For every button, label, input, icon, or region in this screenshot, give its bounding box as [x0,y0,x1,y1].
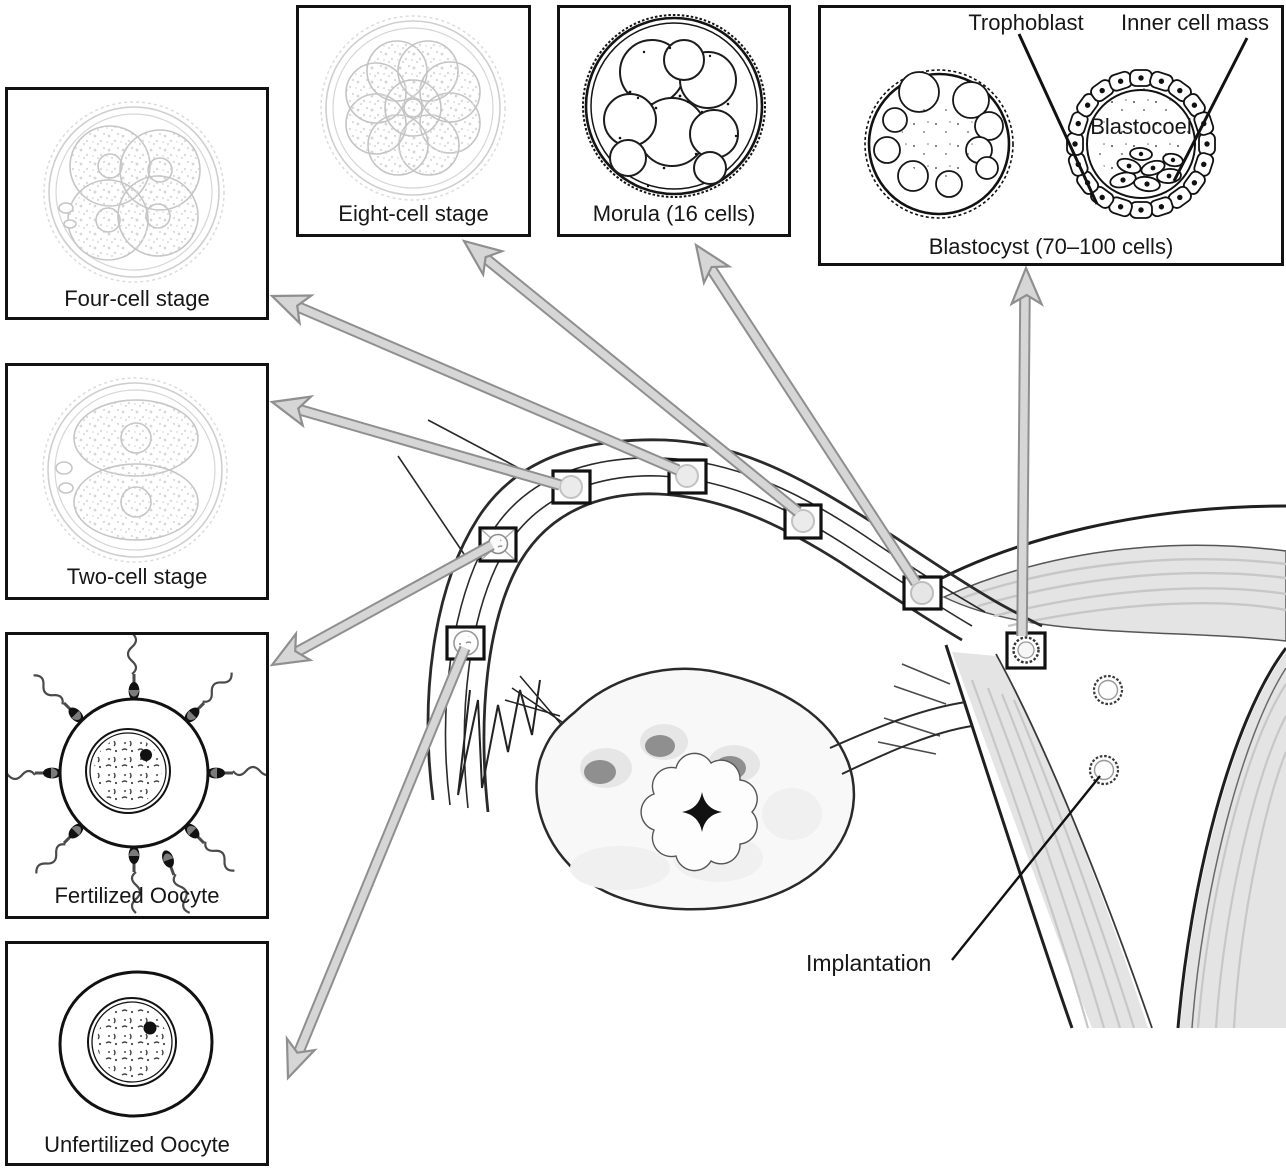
morula-label: Morula (16 cells) [592,200,756,226]
marker-blastocyst [1005,631,1047,670]
fertilized-oocyte-box: Fertilized Oocyte [5,632,269,919]
stage-arrows [269,239,1045,1081]
marker-eight-cell [783,503,823,540]
eight-cell-drawing [320,15,506,201]
morula-box: Morula (16 cells) [557,5,791,237]
fimbriae [457,675,567,796]
inner-cell-mass-label: Inner cell mass [1121,10,1269,35]
four-cell-label: Four-cell stage [64,285,210,311]
arrow-to-four-cell [269,294,681,476]
arrow-to-two-cell [269,395,562,491]
fertilized-oocyte-label: Fertilized Oocyte [54,882,220,908]
late-blastocyst-drawing [1066,69,1216,219]
blastocyst-drawings [864,33,1249,219]
inner-cell-mass-cells [1109,147,1184,193]
arrow-to-unfertilized [285,645,471,1081]
trophoblast-label: Trophoblast [968,10,1084,35]
ligament-stubs [877,663,951,755]
ovarian-ligament [841,725,973,775]
eight-cell-label: Eight-cell stage [338,200,489,226]
unfertilized-oocyte-drawing [58,970,214,1118]
fertilized-oocyte-drawing [8,635,266,916]
two-cell-drawing [42,377,228,563]
intrauterine-blastocysts [1088,674,1124,786]
uterine-right-wall [1176,647,1286,1029]
corpus-luteum [640,752,758,872]
blastocyst-label: Blastocyst (70–100 cells) [928,233,1174,259]
blastocoel-label: Blastocoel [1090,114,1192,139]
two-cell-label: Two-cell stage [66,563,208,589]
four-cell-stage-box: Four-cell stage [5,87,269,320]
arrow-to-eight-cell [461,239,802,517]
four-cell-drawing [43,101,225,283]
ovary [535,667,973,911]
unfertilized-oocyte-box: Unfertilized Oocyte [5,941,269,1166]
morula-drawing [582,14,766,198]
arrow-to-blastocyst [1009,265,1045,637]
implantation-leader-line [951,775,1101,961]
uterine-left-wall [944,644,1153,1029]
inner-cell-mass-leader-line [1172,37,1249,182]
arrow-to-morula [694,242,921,587]
corpus-luteum-star [682,792,722,832]
mesosalpinx-line [397,455,469,561]
unfertilized-oocyte-label: Unfertilized Oocyte [44,1131,230,1157]
blastocyst-box: Trophoblast Inner cell mass Blastocoel B… [818,5,1284,266]
eight-cell-stage-box: Eight-cell stage [296,5,531,237]
trophoblast-leader-line [1017,33,1099,205]
morula-speckles [618,46,738,188]
implantation-label: Implantation [806,950,932,976]
early-blastocyst-drawing [864,69,1014,219]
two-cell-stage-box: Two-cell stage [5,363,269,600]
arrow-to-fertilized [269,539,495,667]
ovarian-ligament [829,701,967,749]
